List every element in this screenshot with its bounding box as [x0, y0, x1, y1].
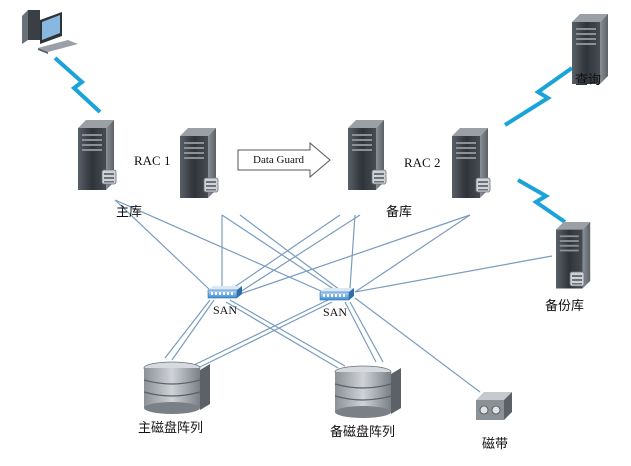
tape-label: 磁带: [482, 437, 508, 452]
server-tower-icon: [556, 222, 591, 289]
server-tower-icon: [452, 128, 491, 198]
server-tower-icon: [180, 128, 219, 198]
standby-array-label: 备磁盘阵列: [330, 424, 395, 440]
server-tower-icon: [348, 120, 387, 190]
standby-db-label: 备库: [386, 204, 412, 220]
primary-array-label: 主磁盘阵列: [138, 420, 203, 436]
desktop-computer-icon: [22, 10, 78, 54]
san-switch-icon: [207, 285, 243, 299]
data-guard-label: Data Guard: [253, 154, 305, 166]
tape-library-icon: [476, 392, 512, 420]
data-guard-arrow: [237, 141, 331, 179]
disk-array-icon: [143, 361, 211, 415]
wireless-link-client: [53, 56, 102, 114]
connection-lines: [114, 199, 553, 393]
san-left-label: SAN: [213, 303, 237, 317]
backup-db-label: 备份库: [545, 298, 584, 314]
primary-db-label: 主库: [116, 204, 142, 220]
query-label: 查询: [575, 73, 601, 88]
wireless-link-query: [503, 66, 574, 127]
disk-array-icon: [334, 365, 402, 419]
server-tower-icon: [78, 120, 117, 190]
san-switch-icon: [319, 287, 355, 301]
wireless-link-backup: [517, 178, 567, 224]
rac2-label: RAC 2: [404, 155, 440, 170]
rac1-label: RAC 1: [134, 153, 170, 168]
san-right-label: SAN: [323, 305, 347, 319]
